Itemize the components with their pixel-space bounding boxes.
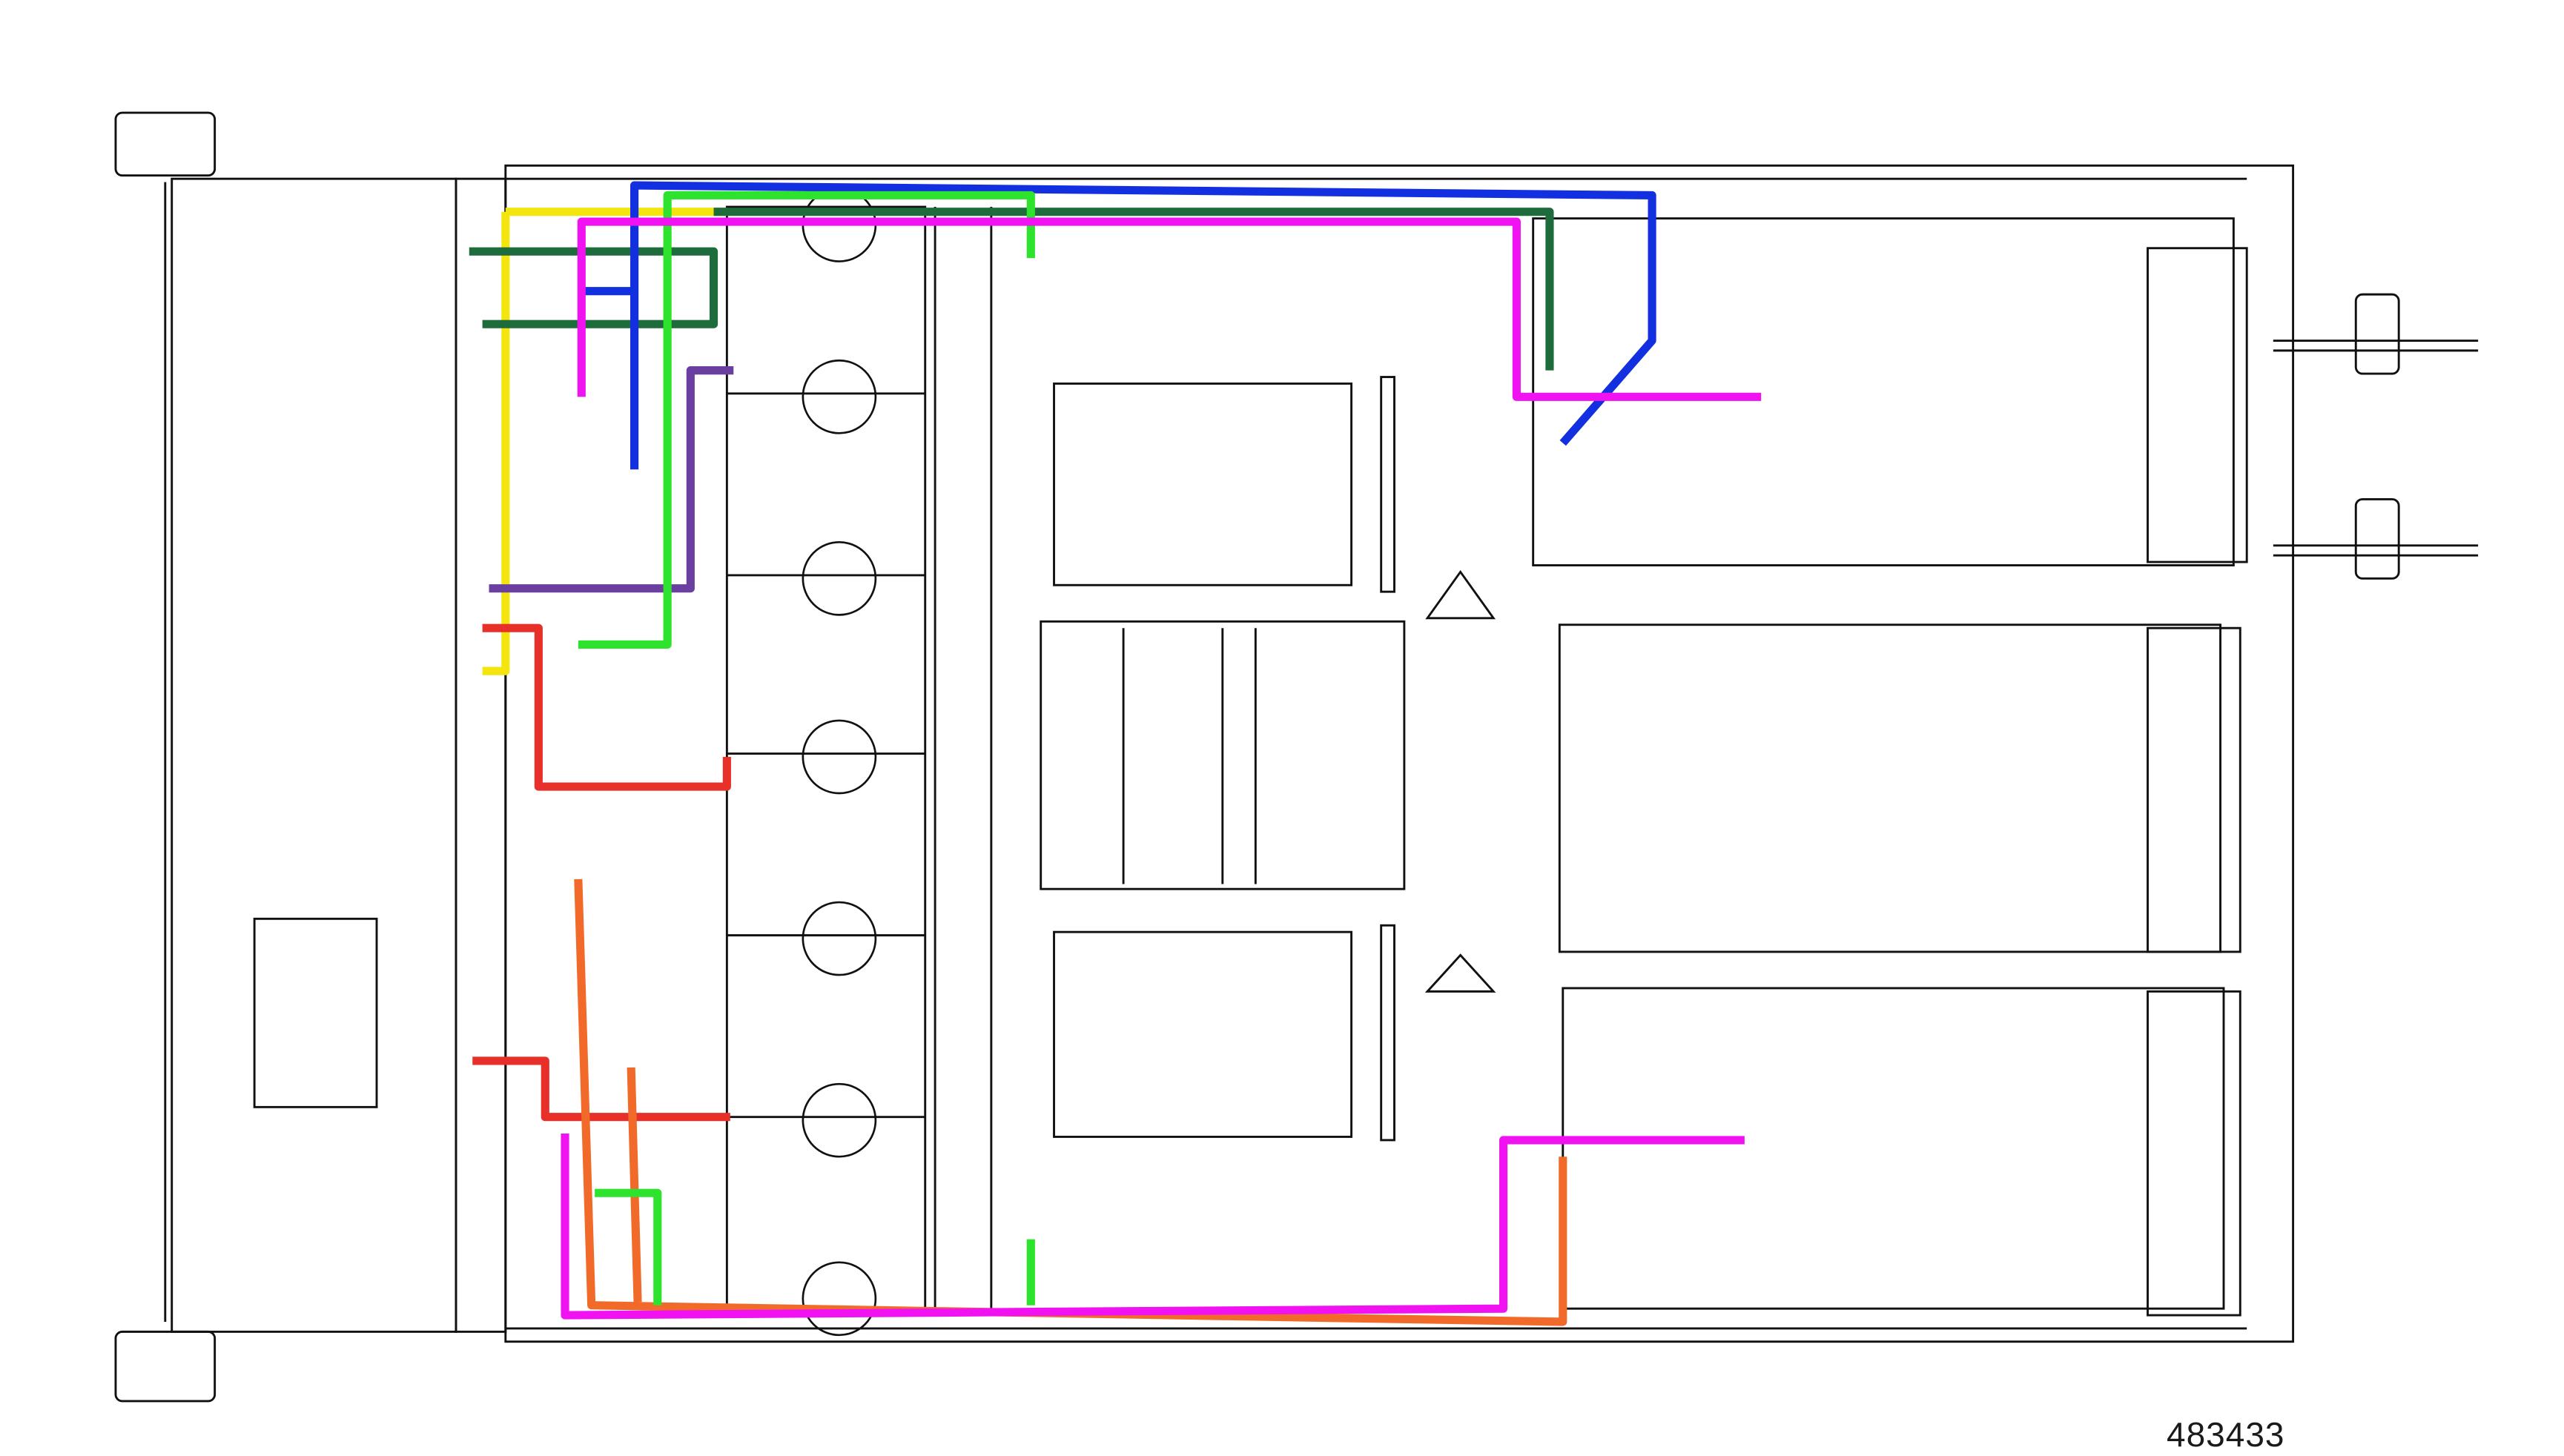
- chassis-body: [504, 164, 2295, 1343]
- fan-icon: [802, 1082, 877, 1158]
- cpu-heatsink-2: [1053, 930, 1353, 1138]
- cable-green-lower: [595, 1188, 1035, 1306]
- cables: [469, 181, 1762, 1326]
- cable-magenta: [577, 217, 1762, 401]
- fan-icon: [802, 719, 877, 795]
- figure-id-label: 483433: [2167, 1415, 2285, 1454]
- cpu-heatsink-1: [1053, 382, 1353, 586]
- fan-modules: [802, 188, 877, 1337]
- pcie-riser-2: [1558, 623, 2222, 953]
- pcie-riser-3: [1562, 987, 2225, 1310]
- fan-icon: [802, 1261, 877, 1337]
- air-baffle: [1040, 620, 1406, 890]
- cable-red: [472, 623, 731, 1122]
- chassis-outline: [114, 111, 2479, 1403]
- fan-icon: [802, 359, 877, 434]
- drive-bay: [455, 177, 507, 1333]
- front-handle-top: [114, 111, 217, 177]
- bezel-label-plate: [253, 917, 378, 1108]
- fan-bay: [725, 205, 927, 1315]
- cable-blue: [581, 181, 1656, 470]
- front-bezel: [171, 177, 457, 1333]
- front-handle-bottom: [114, 1330, 217, 1403]
- pcie-riser-1: [1532, 217, 2235, 566]
- cable-yellow: [482, 208, 727, 675]
- cable-magenta-lower: [561, 1133, 1745, 1320]
- cable-dark-green: [469, 208, 1554, 371]
- cable-green: [578, 191, 1035, 649]
- cable-purple: [489, 366, 734, 593]
- fan-icon: [802, 901, 877, 976]
- fan-icon: [802, 541, 877, 616]
